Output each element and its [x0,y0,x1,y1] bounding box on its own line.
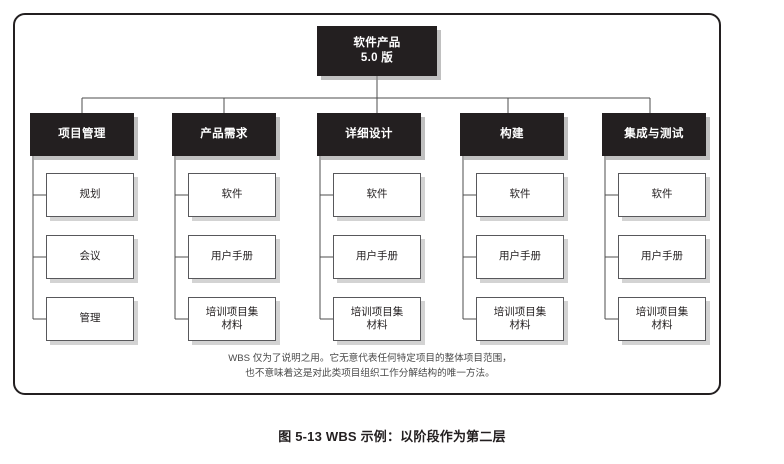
wbs-leaf-node-5-2[interactable]: 用户手册 [618,235,706,279]
wbs-leaf-node-3-2[interactable]: 用户手册 [333,235,421,279]
wbs-leaf-node-4-2[interactable]: 用户手册 [476,235,564,279]
wbs-phase-label-1: 项目管理 [58,128,106,141]
wbs-leaf-node-4-3[interactable]: 培训项目集 材料 [476,297,564,341]
wbs-leaf-node-1-2[interactable]: 会议 [46,235,134,279]
figure-caption: 图 5-13 WBS 示例：以阶段作为第二层 [278,429,506,444]
wbs-leaf-label-3-1: 软件 [366,188,388,201]
wbs-leaf-node-3-1[interactable]: 软件 [333,173,421,217]
wbs-leaf-label-3-3: 培训项目集 材料 [350,305,404,331]
wbs-phase-node-3[interactable]: 详细设计 [317,113,421,156]
footnote-line-2: 也不意味着这是对此类项目组织工作分解结构的唯一方法。 [245,367,495,379]
wbs-root-label: 软件产品 5.0 版 [353,37,401,64]
wbs-phase-node-1[interactable]: 项目管理 [30,113,134,156]
wbs-leaf-node-1-1[interactable]: 规划 [46,173,134,217]
wbs-phase-label-5: 集成与测试 [624,128,684,141]
wbs-leaf-label-5-1: 软件 [651,188,673,201]
wbs-leaf-label-5-3: 培训项目集 材料 [635,305,689,331]
wbs-leaf-label-1-1: 规划 [79,188,101,201]
wbs-leaf-label-2-3: 培训项目集 材料 [205,305,259,331]
wbs-leaf-label-5-2: 用户手册 [641,250,683,263]
wbs-leaf-node-3-3[interactable]: 培训项目集 材料 [333,297,421,341]
wbs-leaf-label-4-1: 软件 [509,188,531,201]
wbs-phase-label-4: 构建 [500,128,524,141]
wbs-leaf-label-4-2: 用户手册 [499,250,541,263]
wbs-phase-label-2: 产品需求 [200,128,248,141]
wbs-leaf-label-4-3: 培训项目集 材料 [493,305,547,331]
wbs-leaf-node-2-2[interactable]: 用户手册 [188,235,276,279]
wbs-phase-node-2[interactable]: 产品需求 [172,113,276,156]
wbs-leaf-node-5-3[interactable]: 培训项目集 材料 [618,297,706,341]
wbs-phase-node-5[interactable]: 集成与测试 [602,113,706,156]
diagram-footnote: WBS 仅为了说明之用。它无意代表任何特定项目的整体项目范围， 也不意味着这是对… [120,352,620,382]
wbs-leaf-node-5-1[interactable]: 软件 [618,173,706,217]
footnote-line-1: WBS 仅为了说明之用。它无意代表任何特定项目的整体项目范围， [228,353,512,364]
wbs-leaf-node-2-1[interactable]: 软件 [188,173,276,217]
wbs-leaf-node-1-3[interactable]: 管理 [46,297,134,341]
wbs-leaf-node-2-3[interactable]: 培训项目集 材料 [188,297,276,341]
wbs-leaf-label-1-2: 会议 [79,250,101,263]
wbs-phase-label-3: 详细设计 [345,128,393,141]
wbs-leaf-label-2-1: 软件 [221,188,243,201]
wbs-leaf-node-4-1[interactable]: 软件 [476,173,564,217]
wbs-leaf-label-2-2: 用户手册 [211,250,253,263]
wbs-phase-node-4[interactable]: 构建 [460,113,564,156]
wbs-leaf-label-3-2: 用户手册 [356,250,398,263]
wbs-root-node[interactable]: 软件产品 5.0 版 [317,26,437,76]
wbs-leaf-label-1-3: 管理 [79,312,101,325]
